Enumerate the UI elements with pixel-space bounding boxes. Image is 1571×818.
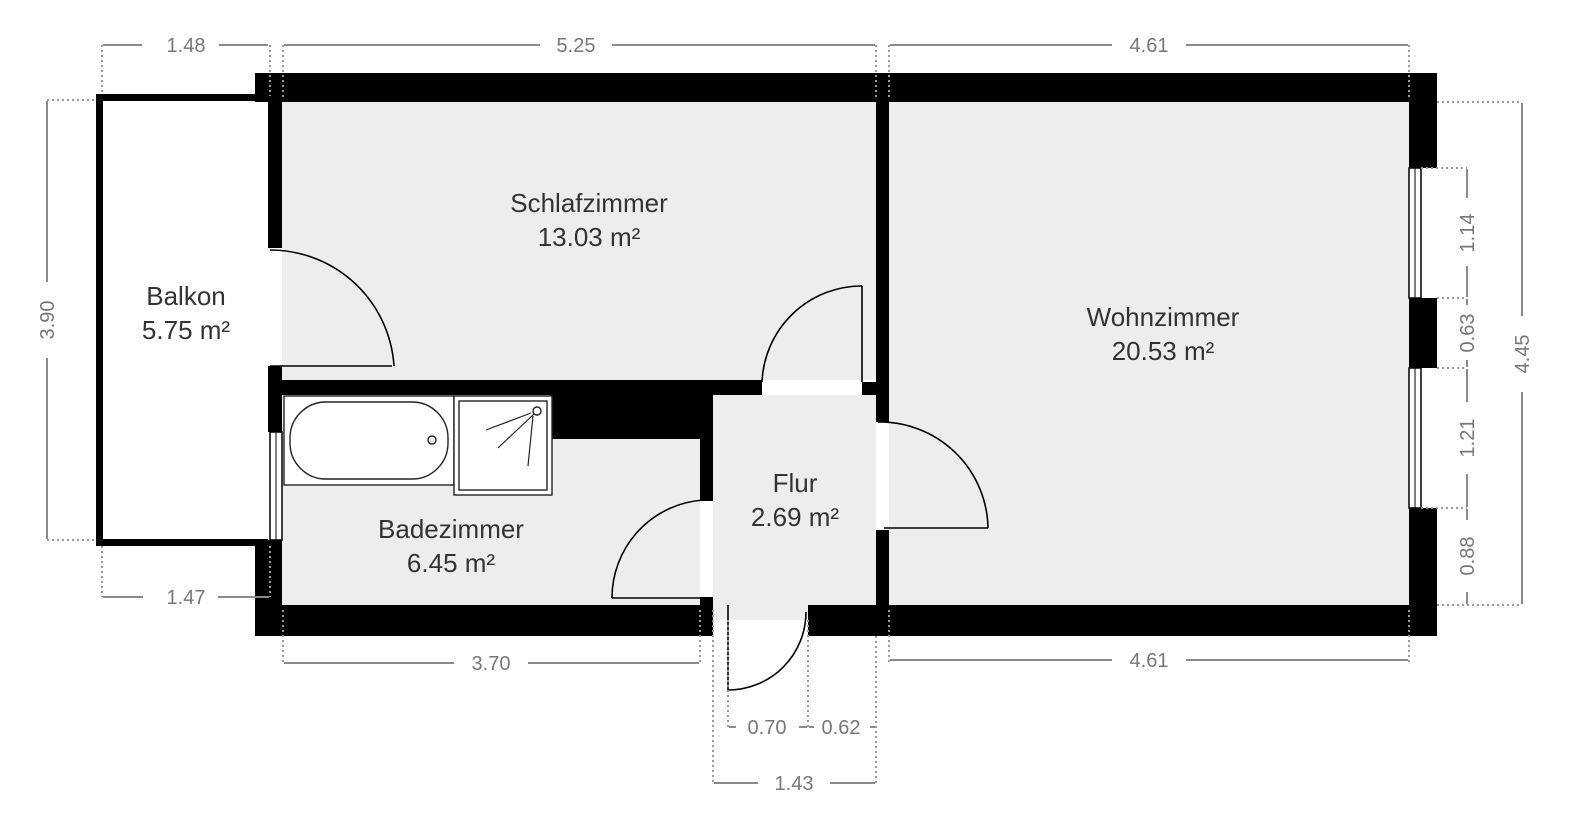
dim-top-balkon: 1.48 (101, 35, 268, 94)
window-wohnzimmer-lower (1408, 367, 1422, 509)
balkon-railing (96, 94, 268, 546)
dim-label: 4.61 (1130, 35, 1169, 57)
dim-right-segments: 1.14 0.63 1.21 0.88 (1421, 167, 1479, 604)
badezimmer-name: Badezimmer (378, 514, 524, 544)
door-entrance (713, 605, 808, 691)
window-wohnzimmer-upper (1408, 167, 1422, 299)
walls (255, 73, 1437, 636)
schlafzimmer-area: 13.03 m² (538, 222, 641, 252)
door-balkon (268, 248, 395, 367)
flur-area: 2.69 m² (751, 502, 839, 532)
bathtub (283, 395, 455, 486)
dim-right-total: 4.45 (1437, 101, 1534, 606)
flur-name: Flur (773, 468, 818, 498)
dim-label: 0.62 (822, 717, 861, 739)
dim-bottom-badezimmer: 3.70 (282, 610, 701, 675)
dim-label: 0.63 (1457, 314, 1479, 353)
door-badezimmer (611, 499, 705, 599)
dim-left-balkon: 3.90 (37, 99, 96, 541)
dim-label: 3.70 (472, 653, 511, 675)
dim-label: 1.14 (1457, 214, 1479, 253)
dim-top-wohnzimmer: 4.61 (888, 35, 1410, 100)
shower (453, 395, 553, 496)
dim-label: 0.88 (1457, 537, 1479, 576)
dim-bottom-door: 0.70 0.62 (712, 610, 877, 783)
dim-label: 1.47 (167, 587, 206, 609)
dim-label: 5.25 (557, 35, 596, 57)
door-schlafzimmer (761, 285, 863, 383)
dim-label: 4.45 (1512, 335, 1534, 374)
balkon-name: Balkon (146, 281, 226, 311)
dim-label: 1.43 (775, 773, 814, 795)
dim-top-schlafzimmer: 5.25 (269, 35, 877, 100)
door-wohnzimmer (877, 421, 989, 529)
badezimmer-area: 6.45 m² (407, 548, 495, 578)
wohnzimmer-name: Wohnzimmer (1087, 302, 1240, 332)
wohnzimmer-area: 20.53 m² (1112, 336, 1215, 366)
dim-bottom-flur: 1.43 (714, 773, 875, 795)
dim-label: 4.61 (1130, 650, 1169, 672)
dim-bottom-wohnzimmer: 4.61 (888, 610, 1410, 672)
window-badezimmer (269, 431, 283, 541)
wohnzimmer-floor (889, 102, 1409, 605)
balkon-floor (102, 100, 268, 540)
dim-label: 0.70 (748, 717, 787, 739)
schlafzimmer-name: Schlafzimmer (510, 188, 668, 218)
dim-bottom-balkon: 1.47 (101, 546, 271, 609)
dim-label: 3.90 (37, 301, 59, 340)
dim-label: 1.48 (167, 35, 206, 57)
flur-floor (713, 395, 876, 620)
balkon-area: 5.75 m² (142, 315, 230, 345)
dim-label: 1.21 (1457, 419, 1479, 458)
